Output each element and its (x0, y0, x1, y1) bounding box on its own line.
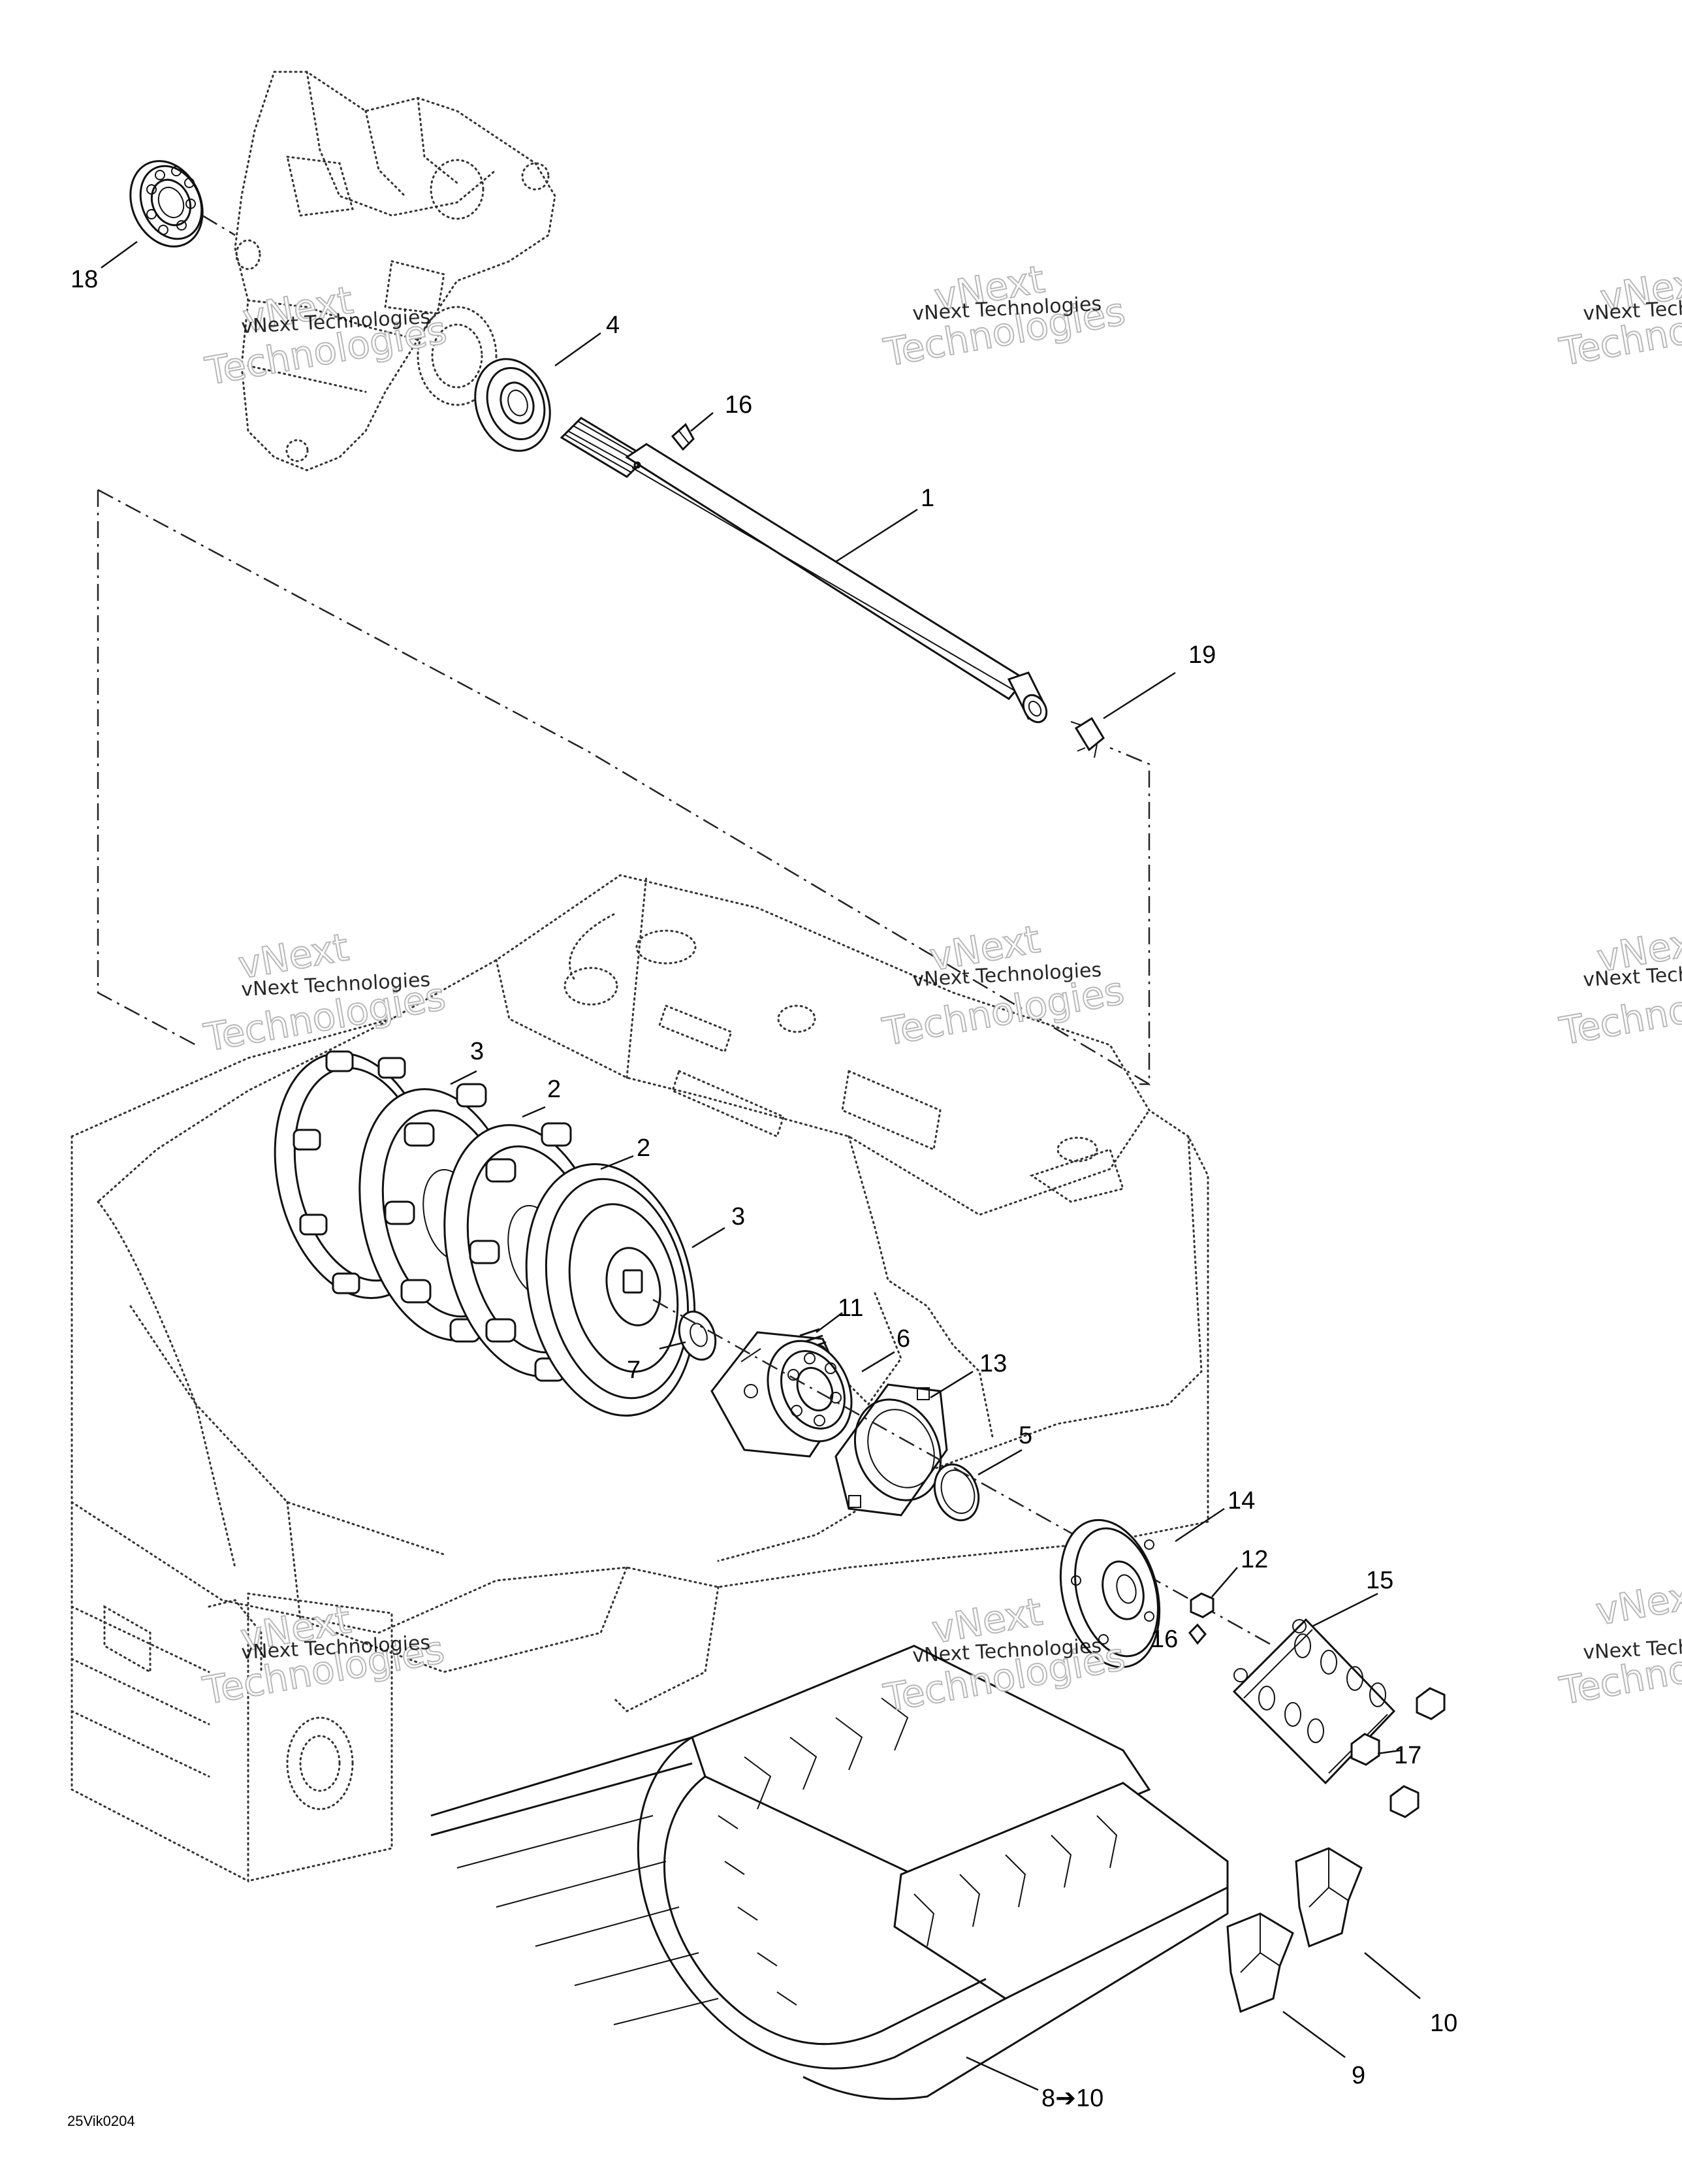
callout-19: 19 (1188, 641, 1216, 669)
callout-3-left: 3 (470, 1038, 484, 1065)
circlip-5 (933, 1463, 980, 1522)
callout-10: 10 (1430, 2010, 1457, 2037)
range-arrow-glyph: ➔ (1055, 2085, 1076, 2112)
spacer-7 (678, 1310, 717, 1361)
callout-5: 5 (1019, 1422, 1032, 1449)
callout-2-left: 2 (547, 1076, 561, 1103)
sprocket-3-right (525, 1163, 696, 1417)
leader-lines (101, 240, 1421, 2091)
callout-4: 4 (606, 312, 620, 339)
nut-17-a (1416, 1687, 1446, 1720)
callout-12: 12 (1241, 1546, 1268, 1573)
gearbox-housing (234, 71, 556, 472)
callout-6: 6 (897, 1325, 910, 1353)
callout-3-right: 3 (731, 1203, 745, 1230)
callout-1: 1 (921, 485, 934, 512)
callout-11: 11 (838, 1294, 863, 1322)
nut-12 (1190, 1592, 1214, 1618)
callout-8-range: 8➔10 (1041, 2085, 1103, 2112)
svg-text:vNext: vNext (1593, 1571, 1682, 1633)
nut-17-c (1389, 1785, 1420, 1818)
track-8 (430, 1645, 1229, 2100)
callout-7: 7 (627, 1357, 641, 1384)
set-screw-16-top (671, 423, 695, 451)
watermark-9-text: vNext Technologies (1583, 1631, 1682, 1664)
callout-16-lower: 16 (1150, 1626, 1178, 1653)
bearing-18 (129, 160, 204, 248)
callout-15: 15 (1366, 1567, 1393, 1594)
rear-chassis-block (71, 1501, 393, 1883)
oil-seal-4 (474, 358, 551, 452)
clip-19 (1070, 716, 1105, 758)
bearing-6 (767, 1340, 853, 1443)
callout-9: 9 (1352, 2062, 1365, 2089)
chassis-tunnel (71, 874, 1209, 1712)
callout-16-top: 16 (725, 391, 752, 419)
bearing-retainer-13 (834, 1383, 948, 1517)
callout-18: 18 (71, 266, 98, 293)
watermark-3: vNext Technologies (1555, 257, 1682, 376)
callout-17: 17 (1394, 1742, 1421, 1769)
watermark-9: vNext Technologies (1555, 1570, 1682, 1714)
diagram-code: 25Vik0204 (67, 2113, 135, 2129)
callout-2-right: 2 (637, 1134, 650, 1162)
slider-shoe-10 (1295, 1847, 1363, 1948)
callout-13: 13 (979, 1350, 1007, 1377)
nut-17-b (1350, 1733, 1380, 1766)
callout-8: 8 (1041, 2085, 1055, 2112)
drive-axle-1 (560, 417, 1048, 724)
hub-14 (1059, 1518, 1161, 1669)
set-screw-16-lower (1188, 1623, 1207, 1645)
callout-14: 14 (1228, 1487, 1255, 1515)
slider-shoe-9 (1226, 1912, 1294, 2014)
callouts: 18 4 16 1 19 3 2 2 3 11 6 13 5 7 14 12 1… (71, 266, 1457, 2112)
callout-8-range-end: 10 (1076, 2085, 1103, 2112)
